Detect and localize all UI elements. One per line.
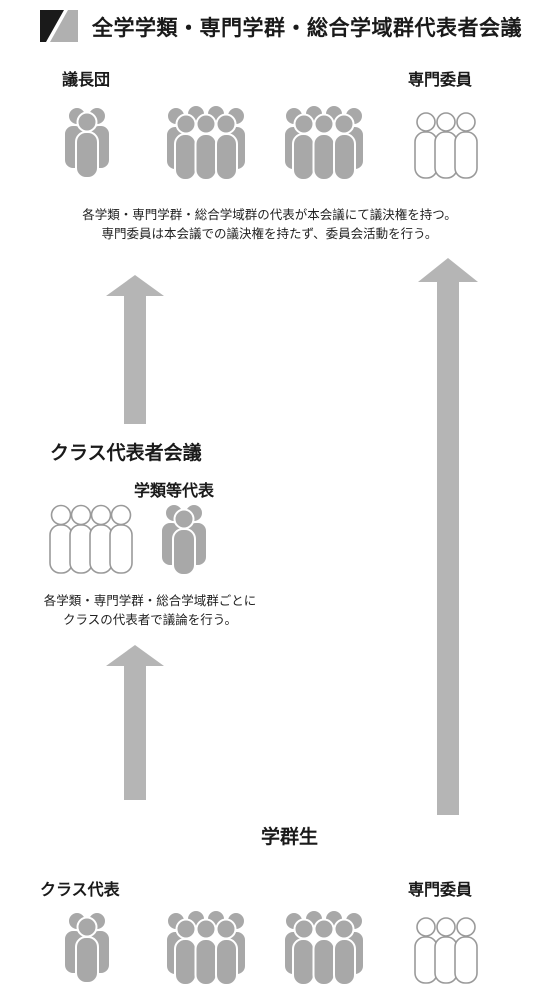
bottom-right-label: 専門委員 — [408, 880, 473, 899]
arrow-up-left-lower — [106, 645, 164, 800]
people-group-middle-filled — [160, 503, 208, 576]
people-group-bottom-1 — [63, 911, 111, 984]
top-right-label: 専門委員 — [408, 70, 473, 89]
people-group-bottom-3 — [283, 909, 365, 986]
bottom-heading: 学群生 — [261, 826, 319, 848]
page-title: 全学学類・専門学群・総合学域群代表者会議 — [92, 16, 522, 40]
middle-description-line-1: 各学類・専門学群・総合学域群ごとに — [43, 593, 257, 608]
middle-sub-label: 学類等代表 — [134, 481, 215, 500]
people-group-top-3 — [283, 104, 365, 181]
top-description-line-2: 専門委員は本会議での議決権を持たず、委員会活動を行う。 — [101, 226, 438, 241]
arrow-up-right-long — [418, 258, 478, 815]
people-group-bottom-2 — [165, 909, 247, 986]
top-description-line-1: 各学類・専門学群・総合学域群の代表が本会議にて議決権を持つ。 — [82, 207, 457, 222]
top-left-label: 議長団 — [62, 70, 111, 89]
middle-heading: クラス代表者会議 — [50, 442, 202, 464]
middle-description-line-2: クラスの代表者で議論を行う。 — [62, 612, 237, 627]
people-group-bottom-specialist — [414, 917, 478, 984]
bottom-left-label: クラス代表 — [40, 880, 120, 899]
people-group-top-specialist — [414, 112, 478, 179]
arrow-up-left-upper — [106, 275, 164, 424]
people-group-top-2 — [165, 104, 247, 181]
people-group-middle-outline — [49, 504, 133, 574]
logo-icon — [40, 10, 78, 42]
people-group-top-1 — [63, 106, 111, 179]
